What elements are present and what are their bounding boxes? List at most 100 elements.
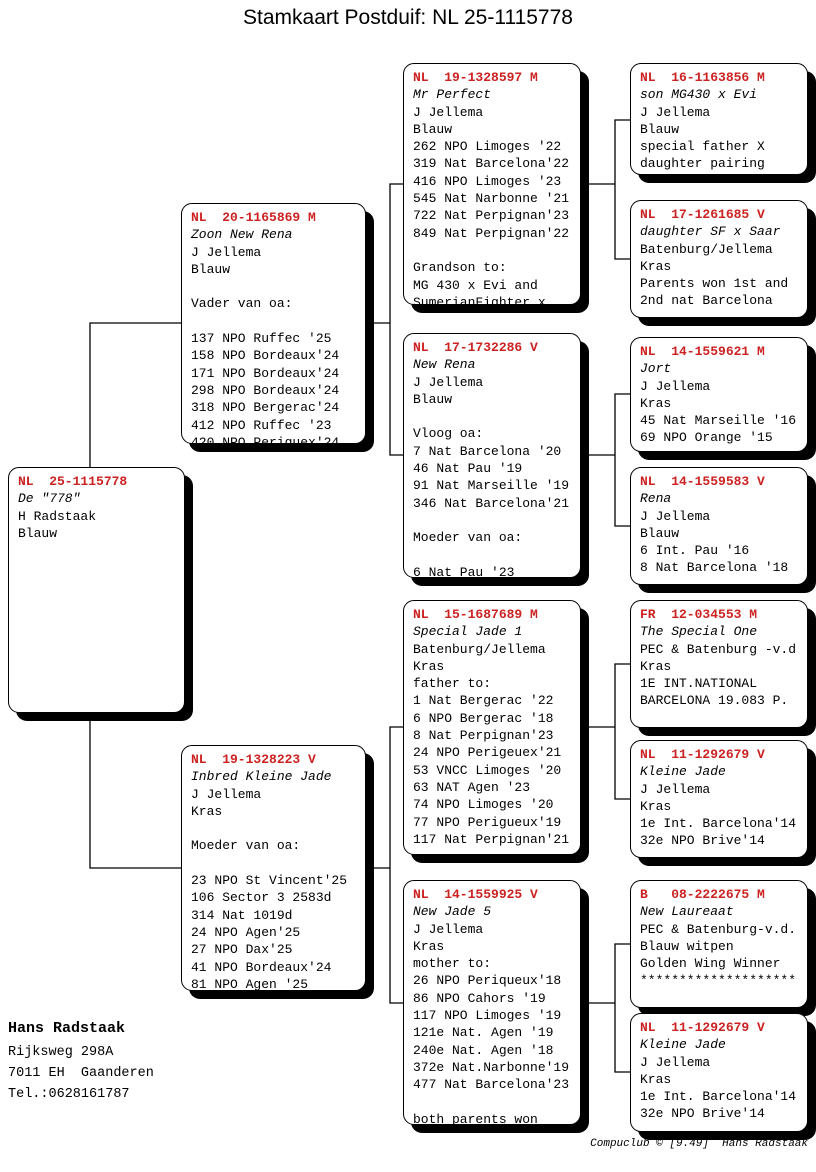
detail-line: Parents won 1st and bbox=[640, 276, 789, 292]
detail-line: J Jellema bbox=[191, 786, 262, 802]
detail-line: 86 NPO Cahors '19 bbox=[413, 990, 546, 1006]
ring-number: NL 17-1261685 V bbox=[640, 207, 765, 222]
detail-line: 63 NAT Agen '23 bbox=[413, 779, 531, 795]
detail-line: 46 Nat Pau '19 bbox=[413, 461, 523, 477]
detail-line: Kras bbox=[640, 1071, 672, 1087]
ring-number: NL 25-1115778 bbox=[18, 474, 128, 489]
detail-line: Kras bbox=[191, 803, 223, 819]
detail-line: SumerianFighter x bbox=[413, 294, 546, 305]
owner-address-line: 7011 EH Gaanderen bbox=[8, 1066, 154, 1081]
pigeon-name: daughter SF x Saar bbox=[640, 224, 781, 240]
detail-line: MG 430 x Evi and bbox=[413, 277, 538, 293]
detail-line: Grandson to: bbox=[413, 260, 507, 276]
detail-line: 412 NPO Ruffec '23 bbox=[191, 417, 332, 433]
detail-line: 319 Nat Barcelona'22 bbox=[413, 156, 570, 172]
detail-line bbox=[413, 408, 576, 425]
pigeon-name: Special Jade 1 bbox=[413, 624, 523, 640]
owner-name: Hans Radstaak bbox=[8, 1020, 126, 1037]
detail-line: both parents won bbox=[413, 1111, 538, 1125]
detail-line: 1e Int. Barcelona'14 bbox=[640, 816, 797, 832]
pigeon-name: New Rena bbox=[413, 357, 476, 373]
detail-line: J Jellema bbox=[191, 244, 262, 260]
pigeon-name: Mr Perfect bbox=[413, 87, 492, 103]
ring-number: NL 19-1328223 V bbox=[191, 752, 316, 767]
detail-line: J Jellema bbox=[640, 781, 711, 797]
detail-line bbox=[191, 278, 361, 295]
pigeon-name: Kleine Jade bbox=[640, 1037, 726, 1053]
pigeon-name: New Laureaat bbox=[640, 904, 734, 920]
detail-line: 416 NPO Limoges '23 bbox=[413, 173, 562, 189]
detail-line: J Jellema bbox=[640, 1054, 711, 1070]
pigeon-name: son MG430 x Evi bbox=[640, 87, 758, 103]
detail-line: PEC & Batenburg -v.d bbox=[640, 641, 797, 657]
detail-line bbox=[413, 547, 576, 564]
detail-line bbox=[413, 512, 576, 529]
detail-line: 477 Nat Barcelona'23 bbox=[413, 1077, 570, 1093]
detail-line: Kras bbox=[413, 658, 445, 674]
detail-line: 298 NPO Bordeaux'24 bbox=[191, 382, 340, 398]
pigeon-name: Inbred Kleine Jade bbox=[191, 769, 332, 785]
detail-line: 27 NPO Dax'25 bbox=[191, 942, 293, 958]
detail-line: J Jellema bbox=[413, 921, 484, 937]
ring-number: NL 14-1559621 M bbox=[640, 344, 765, 359]
detail-line: Kras bbox=[413, 938, 445, 954]
detail-line: J Jellema bbox=[640, 104, 711, 120]
pedigree-box-mother: NL 19-1328223 V Inbred Kleine Jade J Jel… bbox=[181, 745, 366, 991]
ring-number: NL 16-1163856 M bbox=[640, 70, 765, 85]
detail-line: ******************** bbox=[640, 973, 797, 989]
software-credit: Compuclub © [9.49] Hans Radstaak bbox=[590, 1138, 808, 1150]
detail-line: 7 Nat Barcelona '20 bbox=[413, 443, 562, 459]
detail-line: 24 NPO Agen'25 bbox=[191, 924, 301, 940]
detail-line: J Jellema bbox=[413, 374, 484, 390]
pedigree-box-mff: FR 12-034553 M The Special One PEC & Bat… bbox=[630, 600, 808, 728]
pigeon-name: De "778" bbox=[18, 491, 81, 507]
detail-line: 26 NPO Periqueux'18 bbox=[413, 973, 562, 989]
detail-line: 32e NPO Brive'14 bbox=[640, 833, 765, 849]
detail-line: Kras bbox=[640, 395, 672, 411]
detail-line: 420 NPO Periguex'24 bbox=[191, 434, 340, 444]
detail-line: 69 NPO Orange '15 bbox=[640, 430, 773, 446]
detail-line bbox=[413, 242, 576, 259]
detail-line: Kras bbox=[640, 658, 672, 674]
ring-number: NL 14-1559925 V bbox=[413, 887, 538, 902]
detail-line: Kras bbox=[640, 798, 672, 814]
detail-line: 1 Nat Bergerac '22 bbox=[413, 693, 554, 709]
detail-line: 77 NPO Perigueux'19 bbox=[413, 814, 562, 830]
detail-line: 240e Nat. Agen '18 bbox=[413, 1042, 554, 1058]
detail-line bbox=[191, 313, 361, 330]
detail-line: 722 Nat Perpignan'23 bbox=[413, 208, 570, 224]
ring-number: NL 20-1165869 M bbox=[191, 210, 316, 225]
detail-line: J Jellema bbox=[413, 104, 484, 120]
detail-line: BARCELONA 19.083 P. bbox=[640, 693, 789, 709]
detail-line bbox=[191, 855, 361, 872]
detail-line: Batenburg/Jellema bbox=[413, 641, 546, 657]
ring-number: NL 14-1559583 V bbox=[640, 474, 765, 489]
detail-line: daughter pairing bbox=[640, 156, 765, 172]
owner-phone: Tel.:0628161787 bbox=[8, 1087, 130, 1102]
detail-line: 32e NPO Brive'14 bbox=[640, 1106, 765, 1122]
detail-line: 6 NPO Bergerac '18 bbox=[413, 710, 554, 726]
detail-line: Blauw witpen bbox=[640, 938, 734, 954]
detail-line: special father X bbox=[640, 139, 765, 155]
ring-number: NL 17-1732286 V bbox=[413, 340, 538, 355]
detail-line: Blauw bbox=[640, 121, 680, 137]
detail-line: 6 Nat Pau '23 bbox=[413, 564, 515, 578]
detail-line: 137 NPO Ruffec '25 bbox=[191, 331, 332, 347]
owner-block: Hans Radstaak Rijksweg 298A 7011 EH Gaan… bbox=[8, 1016, 154, 1105]
